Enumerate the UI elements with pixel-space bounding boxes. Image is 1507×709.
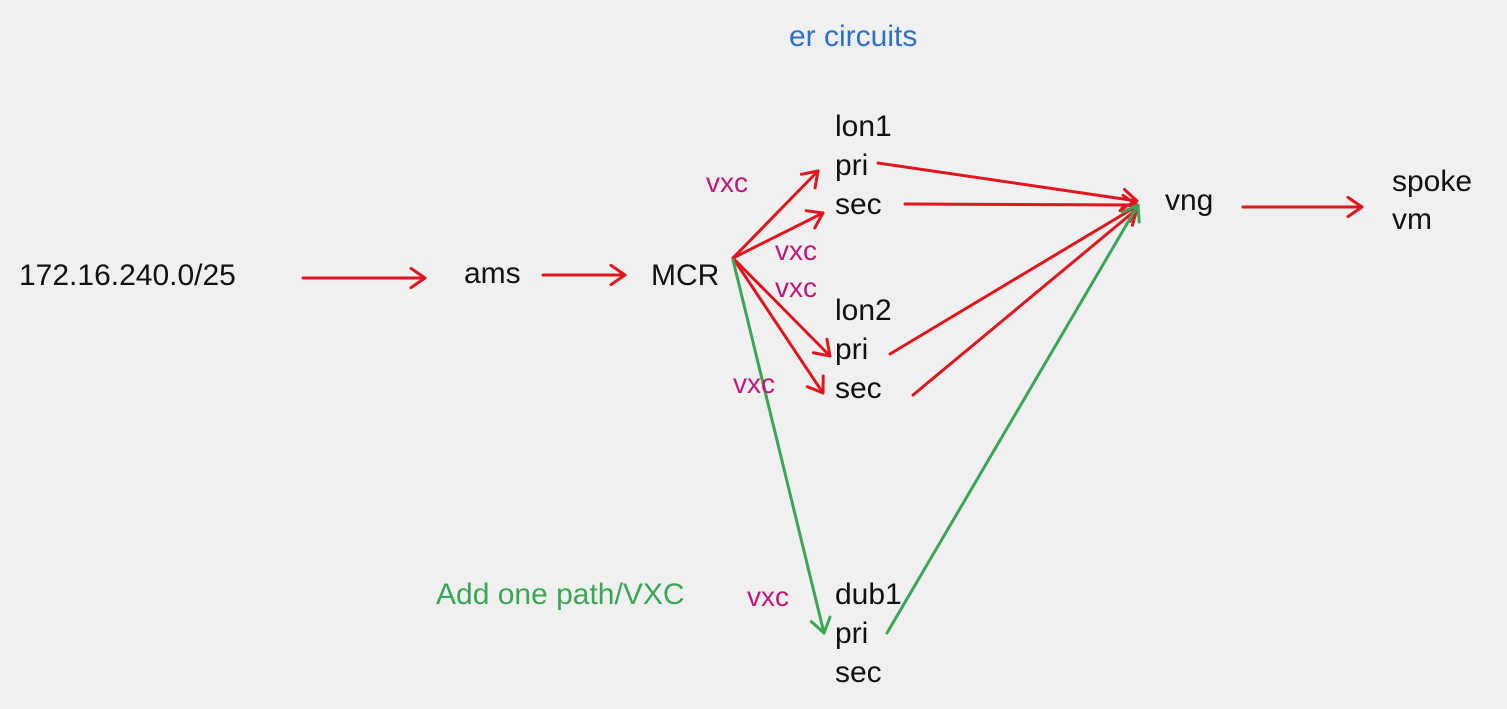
vng-node: vng: [1165, 184, 1214, 217]
arrow-dub1-pri-to-vng: [885, 203, 1141, 635]
vxc-label-lon2-pri: vxc: [775, 272, 817, 303]
arrow-lon1-sec-to-vng: [903, 193, 1139, 217]
mcr-node: MCR: [651, 259, 720, 292]
arrow-mcr-to-lon2-pri: [731, 256, 832, 358]
arrow-vng-to-spoke: [1241, 195, 1364, 219]
dub1-pri-label: pri: [835, 617, 869, 650]
arrow-lon2-pri-to-vng: [888, 203, 1139, 356]
arrow-mcr-to-dub1-pri: [731, 258, 832, 635]
arrow-lon1-pri-to-vng: [876, 161, 1139, 210]
lon1-circuit-name: lon1: [835, 110, 892, 143]
vxc-label-dub1: vxc: [747, 581, 789, 612]
ams-node: ams: [464, 257, 521, 290]
arrow-mcr-to-lon1-sec: [731, 209, 825, 260]
lon2-sec-label: sec: [835, 372, 882, 405]
lon1-sec-label: sec: [835, 188, 882, 221]
lon1-pri-label: pri: [835, 149, 869, 182]
arrow-source-to-ams: [301, 266, 427, 290]
vxc-label-lon1-sec: vxc: [775, 235, 817, 266]
diagram-title: er circuits: [789, 20, 918, 53]
arrow-mcr-to-lon2-sec: [731, 256, 825, 395]
arrow-mcr-to-lon1-pri: [731, 169, 820, 260]
vxc-label-lon1-pri: vxc: [706, 167, 748, 198]
spoke-vm-label-line1: spoke: [1392, 165, 1473, 198]
vxc-label-lon2-sec: vxc: [733, 368, 775, 399]
spoke-vm-label-line2: vm: [1392, 203, 1432, 236]
add-path-note: Add one path/VXC: [436, 578, 685, 611]
arrow-lon2-sec-to-vng: [911, 207, 1139, 397]
source-prefix-node: 172.16.240.0/25: [19, 259, 236, 292]
dub1-circuit-name: dub1: [835, 578, 902, 611]
dub1-sec-label: sec: [835, 656, 882, 689]
lon2-circuit-name: lon2: [835, 294, 892, 327]
lon2-pri-label: pri: [835, 333, 869, 366]
arrow-ams-to-mcr: [541, 263, 627, 287]
